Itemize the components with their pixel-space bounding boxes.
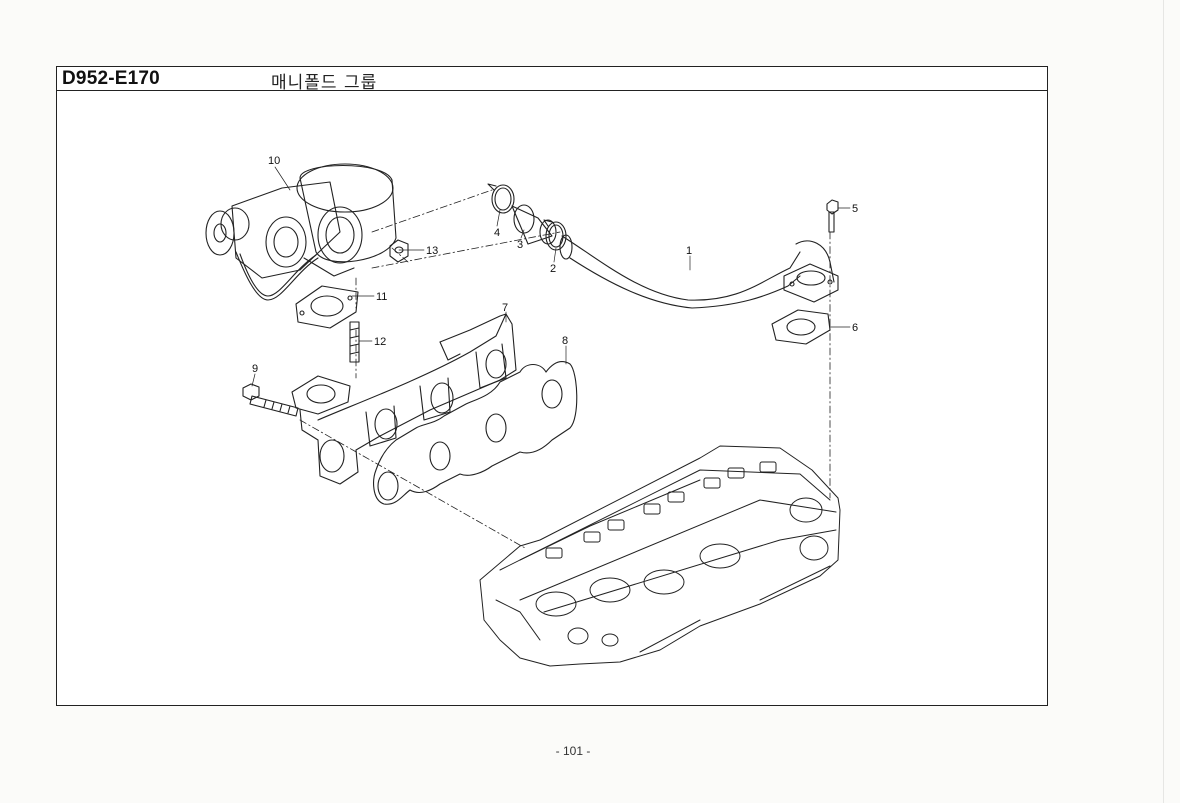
callout-1: 1: [686, 245, 692, 257]
hose-clamp-upper: [487, 183, 515, 214]
nut: [389, 239, 409, 263]
bolt: [242, 383, 299, 417]
callout-6: 6: [852, 322, 858, 334]
turbocharger: [205, 163, 397, 301]
drawing-frame: D952-E170 매니폴드 그룹: [56, 66, 1048, 706]
flange-bolt: [826, 199, 839, 233]
pipe-flange-gasket: [771, 309, 831, 345]
manifold-gasket: [373, 361, 578, 505]
exhaust-manifold: [291, 313, 517, 485]
callout-5: 5: [852, 203, 858, 215]
cylinder-head: [479, 445, 841, 667]
drawing-title: 매니폴드 그룹: [271, 73, 378, 93]
callout-numbers: 10 13 11 12 9 7 8 4 3 2 1 5 6: [252, 155, 858, 375]
page-number-text: - 101 -: [555, 744, 591, 758]
callout-10: 10: [268, 155, 280, 167]
callout-11: 11: [376, 291, 387, 303]
callout-4: 4: [494, 227, 500, 239]
hose-clamp-lower: [543, 219, 567, 251]
callout-12: 12: [374, 336, 386, 348]
callout-7: 7: [502, 302, 508, 314]
page-number: - 101 -: [0, 744, 1180, 758]
page-edge: [1163, 0, 1164, 803]
callout-3: 3: [517, 239, 523, 251]
callout-9: 9: [252, 363, 258, 375]
callout-2: 2: [550, 263, 556, 275]
callout-13: 13: [426, 245, 438, 257]
callout-8: 8: [562, 335, 568, 347]
exhaust-pipe: [559, 234, 839, 309]
drawing-code: D952-E170: [62, 68, 160, 89]
rocker-arms: [545, 461, 777, 559]
title-bar: D952-E170 매니폴드 그룹: [57, 67, 1047, 93]
stud: [349, 321, 360, 363]
turbo-gasket: [295, 285, 359, 329]
leader-lines: [251, 166, 851, 387]
